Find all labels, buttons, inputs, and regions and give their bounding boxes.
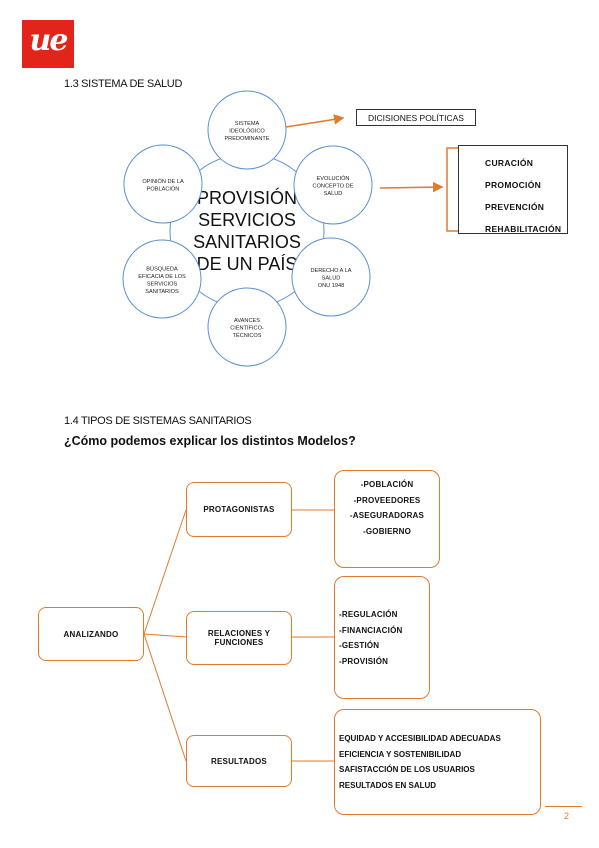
satellite-text-busqueda-eficacia: BÚSQUEDA xyxy=(146,265,178,272)
provision-item: PROMOCIÓN xyxy=(485,180,542,190)
central-text-line: PROVISIÓN xyxy=(197,187,297,208)
section-title-tipos-sistemas: 1.4 TIPOS DE SISTEMAS SANITARIOS xyxy=(64,415,252,427)
branch-label: RESULTADOS xyxy=(211,756,267,766)
satellite-circle-busqueda-eficacia xyxy=(122,239,202,319)
satellite-text-sistema-ideologico: SISTEMA xyxy=(235,121,260,127)
branch-box-resultados: RESULTADOS xyxy=(186,735,292,787)
list-item: -GOBIERNO xyxy=(362,526,412,536)
root-label: ANALIZANDO xyxy=(63,629,119,639)
satellite-circle-avances-cientificos xyxy=(207,287,287,367)
branch-label: RELACIONES Y FUNCIONES xyxy=(207,629,271,647)
root-box-analizando: ANALIZANDO xyxy=(38,607,144,661)
central-text-line: SANITARIOS xyxy=(193,232,301,252)
list-item: -FINANCIACIÓN xyxy=(339,625,403,635)
provision-item: REHABILITACIÓN xyxy=(485,224,562,234)
satellite-text-derecho-salud: ONU 1948 xyxy=(318,283,344,289)
ue-logo: ue xyxy=(22,20,74,68)
branch-box-protagonistas: PROTAGONISTAS xyxy=(186,482,292,537)
provision-item: CURACIÓN xyxy=(485,158,534,168)
satellite-text-avances-cientificos: TÉCNICOS xyxy=(233,332,262,339)
models-question: ¿Cómo podemos explicar los distintos Mod… xyxy=(64,434,356,448)
satellite-text-evolucion-concepto: SALUD xyxy=(324,191,343,197)
provision-bracket xyxy=(446,147,458,232)
list-item: -POBLACIÓN xyxy=(360,480,414,489)
page-number-rule xyxy=(545,806,582,807)
decisiones-label: DICISIONES POLÍTICAS xyxy=(368,112,464,123)
section-title-sistema-salud: 1.3 SISTEMA DE SALUD xyxy=(64,78,183,90)
satellite-circle-derecho-salud xyxy=(291,237,371,317)
arrow-to-provision-list xyxy=(379,181,444,193)
list-item: SAFISTACCIÓN DE LOS USUARIOS xyxy=(339,765,475,774)
list-item: -ASEGURADORAS xyxy=(349,511,425,520)
satellite-text-derecho-salud: SALUD xyxy=(322,276,341,282)
satellite-text-derecho-salud: DERECHO A LA xyxy=(310,268,351,274)
list-resultados: EQUIDAD Y ACCESIBILIDAD ADECUADAS EFICIE… xyxy=(334,709,541,815)
list-item: -GESTIÓN xyxy=(339,641,380,650)
branch-label: PROTAGONISTAS xyxy=(203,505,275,514)
list-item: EFICIENCIA Y SOSTENIBILIDAD xyxy=(339,749,462,759)
satellite-text-opinion-poblacion: OPINIÓN DE LA xyxy=(142,178,184,185)
provision-item: PREVENCIÓN xyxy=(485,202,545,212)
satellite-text-busqueda-eficacia: EFICACIA DE LOS xyxy=(138,274,186,280)
list-item: -PROVISIÓN xyxy=(339,656,389,666)
central-text-line: SERVICIOS xyxy=(198,210,296,230)
satellite-text-opinion-poblacion: POBLACIÓN xyxy=(147,185,180,192)
logo-text: ue xyxy=(29,23,69,58)
provision-list-box: CURACIÓN PROMOCIÓN PREVENCIÓN REHABILITA… xyxy=(458,145,568,234)
list-item: RESULTADOS EN SALUD xyxy=(339,780,437,790)
decisiones-politicas-box: DICISIONES POLÍTICAS xyxy=(356,109,476,126)
mindmap-connectors xyxy=(143,509,334,762)
list-relaciones: -REGULACIÓN -FINANCIACIÓN -GESTIÓN -PROV… xyxy=(334,576,430,699)
satellite-circle-evolucion-concepto xyxy=(293,145,373,225)
satellite-circle-opinion-poblacion xyxy=(123,144,203,224)
branch-box-relaciones: RELACIONES Y FUNCIONES xyxy=(186,611,292,665)
satellite-text-busqueda-eficacia: SANITARIOS xyxy=(145,289,179,295)
satellite-text-sistema-ideologico: PREDOMINANTE xyxy=(224,136,269,142)
satellite-text-evolucion-concepto: CONCEPTO DE xyxy=(313,184,354,190)
satellite-text-busqueda-eficacia: SERVICIOS xyxy=(147,281,178,287)
list-item: -PROVEEDORES xyxy=(353,495,421,505)
list-item: EQUIDAD Y ACCESIBILIDAD ADECUADAS xyxy=(339,734,501,743)
page-number: 2 xyxy=(563,811,569,821)
satellite-text-evolucion-concepto: EVOLUCIÓN xyxy=(317,175,350,182)
list-protagonistas: -POBLACIÓN -PROVEEDORES -ASEGURADORAS -G… xyxy=(334,470,440,568)
satellite-circle-sistema-ideologico xyxy=(207,90,287,170)
satellite-text-sistema-ideologico: IDEOLÓGICO xyxy=(229,128,265,135)
arrow-to-decisiones xyxy=(285,114,345,128)
satellite-text-avances-cientificos: CIENTÍFICO- xyxy=(230,325,264,332)
list-item: -REGULACIÓN xyxy=(339,610,398,619)
satellite-text-avances-cientificos: AVANCES xyxy=(234,318,260,324)
central-text-line: DE UN PAÍS xyxy=(197,254,298,274)
